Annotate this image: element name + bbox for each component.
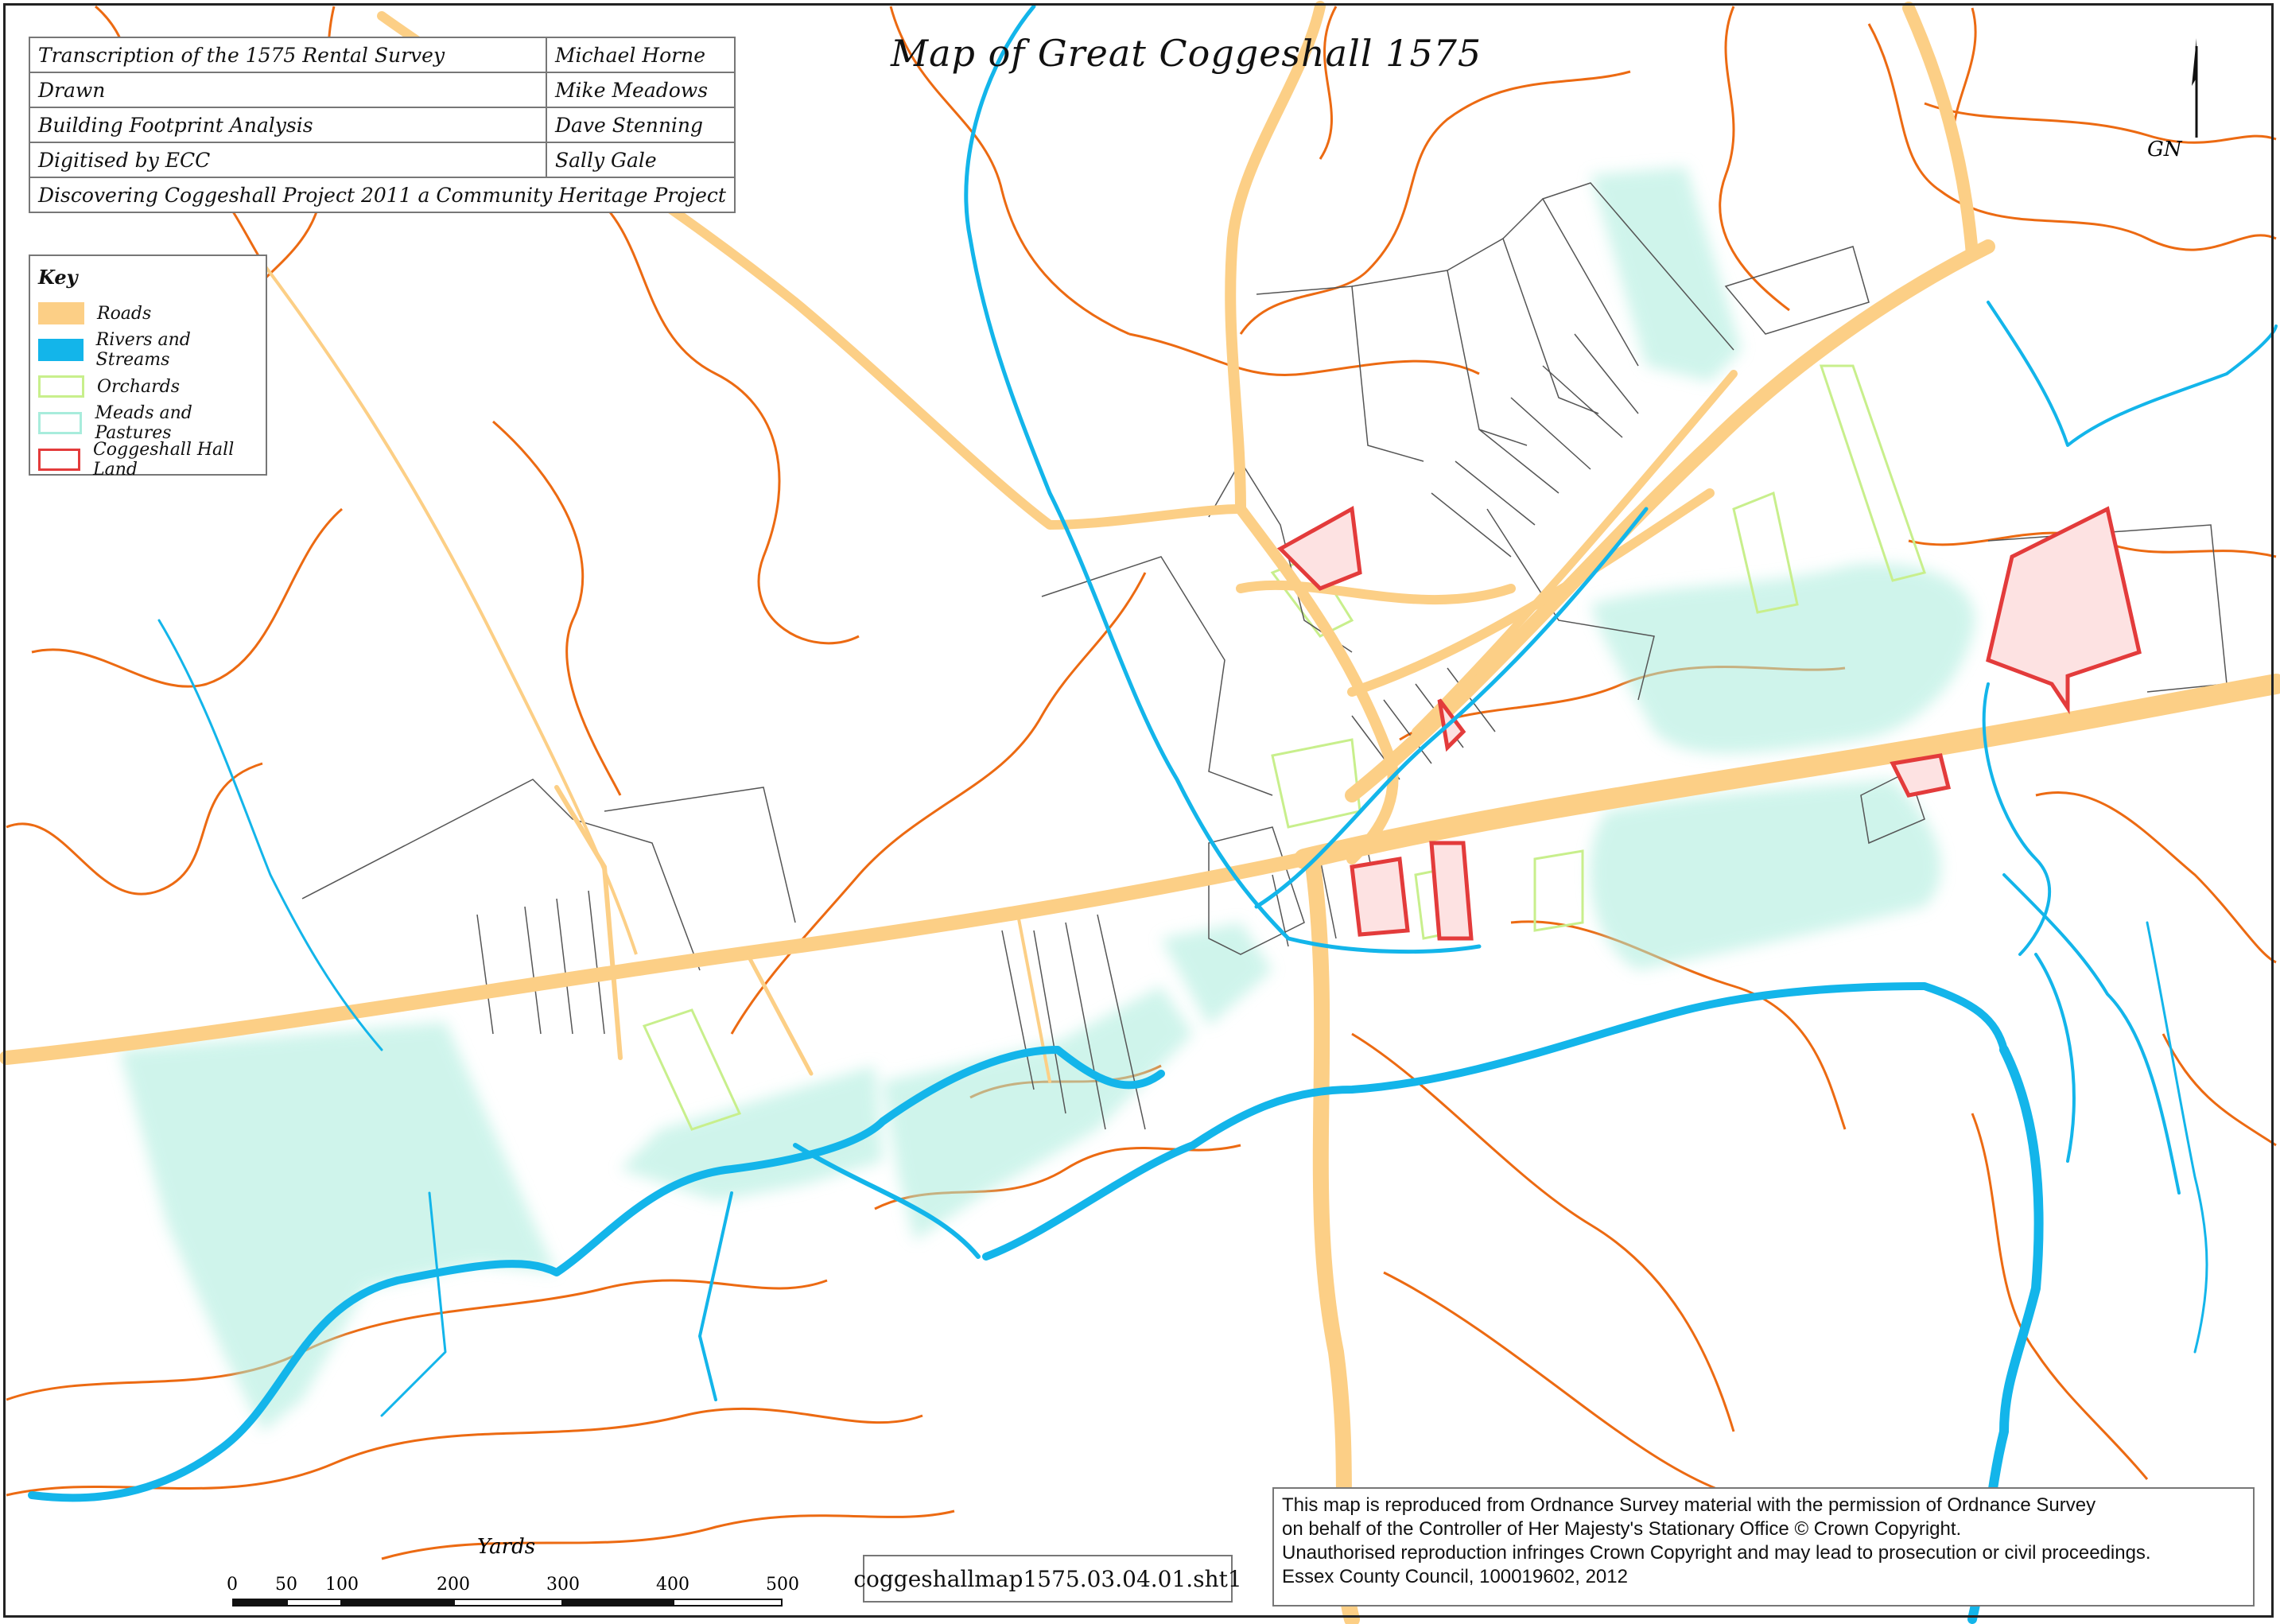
credits-row: Transcription of the 1575 Rental Survey … — [29, 37, 736, 73]
coggeshall-hall-land — [1276, 506, 2142, 941]
copyright-line: Essex County Council, 100019602, 2012 — [1282, 1566, 1628, 1587]
north-arrow: GN — [2139, 38, 2211, 173]
north-arrow-label: GN — [2147, 138, 2182, 161]
copyright-line: Unauthorised reproduction infringes Crow… — [1282, 1542, 2151, 1564]
scale-tick: 0 — [227, 1575, 238, 1595]
key-item-orchards: Orchards — [38, 372, 180, 401]
key-item-hall-land: Coggeshall Hall Land — [38, 440, 266, 480]
copyright-line: This map is reproduced from Ordnance Sur… — [1282, 1494, 2096, 1516]
credit-person: Dave Stenning — [545, 107, 736, 143]
scale-bar: Yards 0 50 100 200 300 400 500 — [223, 1535, 799, 1607]
key-title: Key — [38, 266, 78, 289]
credits-row: Building Footprint Analysis Dave Stennin… — [29, 107, 736, 143]
scale-tick: 500 — [766, 1575, 799, 1595]
sheet-id: coggeshallmap1575.03.04.01.sht1 — [853, 1555, 1242, 1603]
scale-tick: 300 — [546, 1575, 580, 1595]
key-label: Orchards — [97, 376, 181, 397]
map-title: Map of Great Coggeshall 1575 — [891, 32, 1482, 75]
credits-row: Digitised by ECC Sally Gale — [29, 142, 736, 178]
credits-table: Transcription of the 1575 Rental Survey … — [29, 37, 736, 213]
scale-segment — [286, 1599, 342, 1607]
scale-tick: 100 — [325, 1575, 359, 1595]
key-swatch-orchards — [38, 375, 84, 398]
scale-tick: 200 — [437, 1575, 470, 1595]
copyright-line: on behalf of the Controller of Her Majes… — [1282, 1518, 1962, 1540]
copyright-notice: This map is reproduced from Ordnance Sur… — [1272, 1487, 2255, 1607]
scale-tick: 400 — [656, 1575, 689, 1595]
key-item-meads: Meads and Pastures — [38, 403, 266, 443]
key-label: Meads and Pastures — [95, 403, 192, 443]
meads-and-pastures — [119, 167, 1975, 1432]
key-label: Roads — [97, 303, 152, 324]
rivers-and-streams — [28, 4, 2278, 1624]
key-swatch-meads — [38, 412, 83, 434]
credit-task: Drawn — [29, 72, 547, 108]
scale-tick: 50 — [275, 1575, 297, 1595]
map-key: Key Roads Rivers and Streams Orchards Me… — [29, 254, 267, 480]
key-swatch-hall-land — [38, 449, 80, 471]
key-item-rivers: Rivers and Streams — [38, 330, 266, 370]
scale-segment — [232, 1599, 286, 1607]
key-swatch-rivers — [38, 339, 84, 361]
key-swatch-roads — [38, 302, 84, 324]
plot-boundaries — [301, 182, 2228, 1130]
key-item-roads: Roads — [38, 299, 151, 328]
credit-task: Transcription of the 1575 Rental Survey — [29, 37, 547, 73]
credit-task: Building Footprint Analysis — [29, 107, 547, 143]
north-arrow-icon — [2192, 38, 2198, 138]
scale-segment — [453, 1599, 563, 1607]
key-label: Coggeshall Hall Land — [92, 440, 235, 480]
credits-footer: Discovering Coggeshall Project 2011 a Co… — [29, 177, 736, 213]
contour-lines — [6, 5, 2277, 1560]
scale-segment — [563, 1599, 673, 1607]
key-label: Rivers and Streams — [95, 330, 191, 370]
scale-segment — [673, 1599, 783, 1607]
credit-person: Michael Horne — [545, 37, 736, 73]
credit-task: Digitised by ECC — [29, 142, 547, 178]
credit-person: Mike Meadows — [545, 72, 736, 108]
credits-footer-row: Discovering Coggeshall Project 2011 a Co… — [29, 177, 736, 213]
credits-row: Drawn Mike Meadows — [29, 72, 736, 108]
scale-title: Yards — [477, 1535, 536, 1559]
scale-segment — [342, 1599, 453, 1607]
minor-road — [261, 261, 638, 955]
credit-person: Sally Gale — [545, 142, 736, 178]
